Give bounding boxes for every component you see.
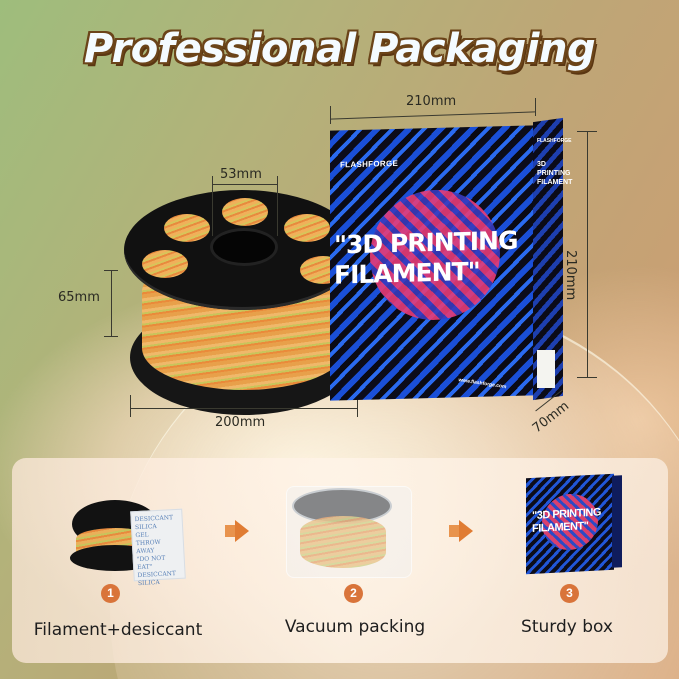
step-number-badge: 2 xyxy=(344,584,363,603)
mini-box-side xyxy=(612,475,622,568)
step2-vacuum-filament xyxy=(300,516,386,568)
box-url: www.flashforge.com xyxy=(457,377,507,391)
dim-line xyxy=(587,131,588,377)
arrow-right-icon xyxy=(235,520,249,542)
step3-box-thumbnail: "3D PRINTING FILAMENT" xyxy=(526,473,622,575)
page-title: Professional Packaging xyxy=(83,26,596,72)
filament-spool-image xyxy=(122,190,362,415)
dim-spool-height: 65mm xyxy=(58,290,100,305)
dim-spool-diameter: 200mm xyxy=(215,415,266,430)
dim-line xyxy=(357,395,358,417)
box-headline-line1: "3D PRINTING xyxy=(334,225,518,260)
dim-line xyxy=(130,395,131,417)
mini-box-headline: "3D PRINTING FILAMENT" xyxy=(532,506,601,536)
step-label: Filament+desiccant xyxy=(33,620,203,640)
dim-line xyxy=(212,176,213,236)
silica-gel-packet: DESICCANT SILICA GEL THROW AWAY "DO NOT … xyxy=(130,508,186,587)
dim-line xyxy=(111,270,112,336)
dim-line xyxy=(330,106,331,124)
arrow-right-icon-stem xyxy=(225,525,235,537)
spool-window xyxy=(222,198,268,226)
box-headline: "3D PRINTING FILAMENT" xyxy=(334,225,534,290)
step-number-badge: 3 xyxy=(560,584,579,603)
dim-box-width: 210mm xyxy=(406,94,457,109)
arrow-right-icon xyxy=(459,520,473,542)
dim-line xyxy=(277,176,278,236)
box-side-title: 3D PRINTING FILAMENT xyxy=(537,161,573,186)
dim-line xyxy=(577,131,597,132)
dim-line xyxy=(104,336,118,337)
spool-front-flange xyxy=(124,190,360,310)
dim-line xyxy=(104,270,118,271)
dim-box-height: 210mm xyxy=(563,250,578,301)
step-label: Sturdy box xyxy=(521,617,613,637)
arrow-right-icon-stem xyxy=(449,525,459,537)
step-label: Vacuum packing xyxy=(284,617,426,637)
box-side-brand: FLASHFORGE xyxy=(537,138,572,144)
dim-line xyxy=(535,98,536,116)
dim-spool-hub-width: 53mm xyxy=(220,167,262,182)
box-side-label xyxy=(537,350,555,388)
spool-window xyxy=(142,250,188,278)
dim-line xyxy=(212,184,278,185)
spool-hub xyxy=(210,228,278,266)
vacuum-bag xyxy=(286,486,412,578)
step-number-badge: 1 xyxy=(101,584,120,603)
dim-line xyxy=(577,377,597,378)
box-brand-logo: FLASHFORGE xyxy=(340,158,399,170)
box-front: FLASHFORGE "3D PRINTING FILAMENT" www.fl… xyxy=(330,125,535,401)
box-headline-line2: FILAMENT" xyxy=(334,256,480,290)
spool-window xyxy=(284,214,330,242)
spool-window xyxy=(164,214,210,242)
filament-box-image: FLASHFORGE "3D PRINTING FILAMENT" www.fl… xyxy=(330,117,572,401)
dim-line xyxy=(130,408,358,409)
